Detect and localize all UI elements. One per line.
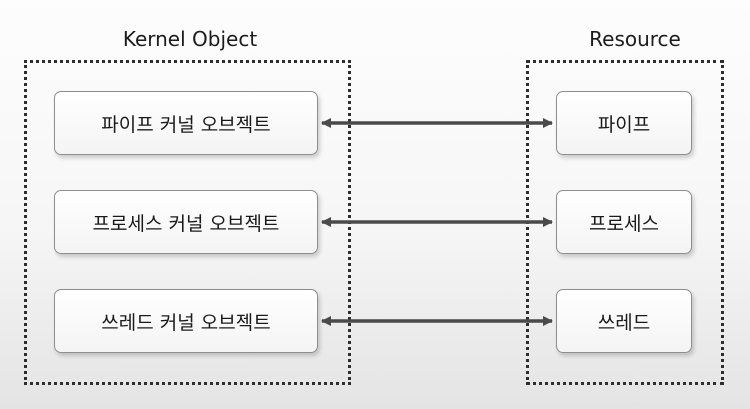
resource-title: Resource <box>589 27 681 51</box>
pipe-resource-label: 파이프 <box>597 113 651 136</box>
process-resource-box: 프로세스 <box>556 190 692 254</box>
thread-kernel-object-box: 쓰레드 커널 오브젝트 <box>54 289 318 353</box>
pipe-kernel-object-box: 파이프 커널 오브젝트 <box>54 91 318 155</box>
process-kernel-object-label: 프로세스 커널 오브젝트 <box>92 212 280 235</box>
thread-resource-box: 쓰레드 <box>556 289 692 353</box>
process-kernel-object-box: 프로세스 커널 오브젝트 <box>54 190 318 254</box>
pipe-kernel-object-label: 파이프 커널 오브젝트 <box>101 113 271 136</box>
thread-kernel-object-label: 쓰레드 커널 오브젝트 <box>101 311 271 334</box>
thread-resource-label: 쓰레드 <box>597 311 651 334</box>
pipe-resource-box: 파이프 <box>556 91 692 155</box>
process-resource-label: 프로세스 <box>589 212 659 235</box>
kernel-object-title: Kernel Object <box>122 27 258 51</box>
